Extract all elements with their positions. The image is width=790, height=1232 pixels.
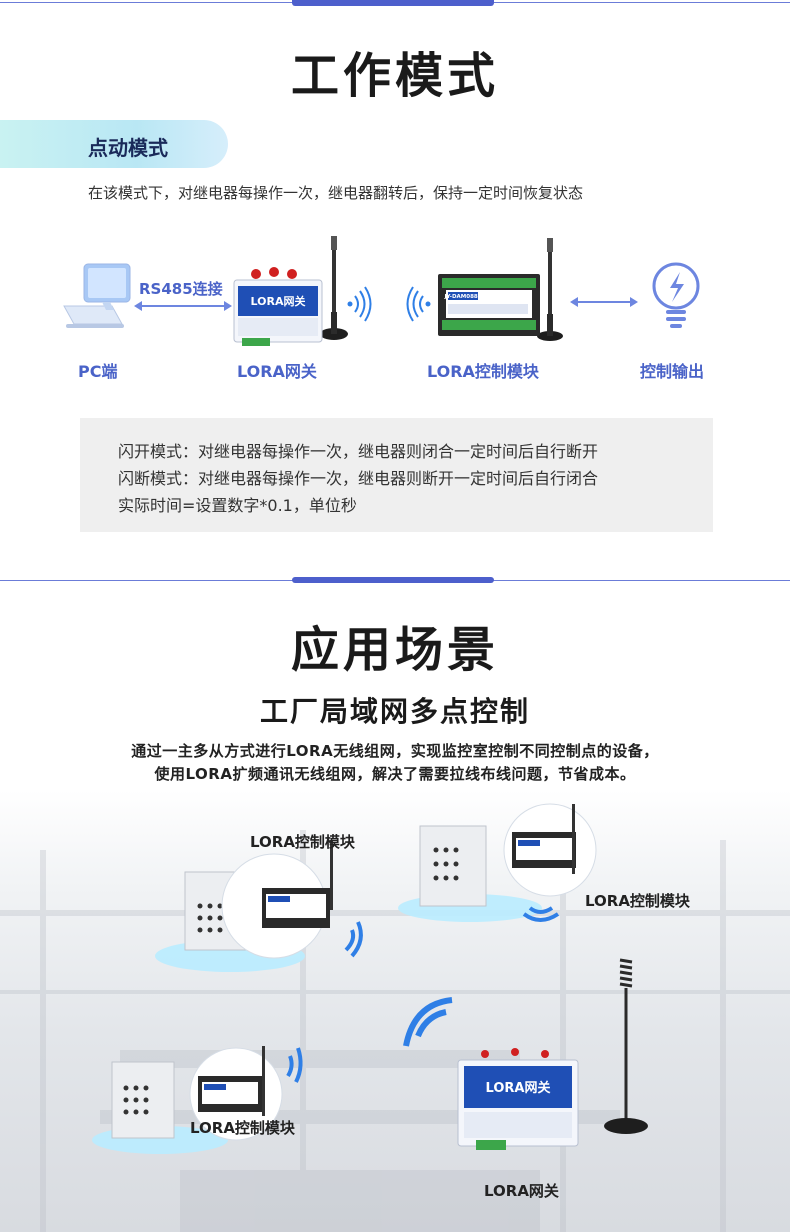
section-title-work-mode: 工作模式 (290, 48, 499, 104)
scene-label-module-3: LORA控制模块 (190, 1119, 295, 1137)
cabinet-icon (419, 825, 487, 907)
rs485-label: RS485连接 (139, 280, 223, 298)
scene-desc-line-1: 通过一主多从方式进行LORA无线组网，实现监控室控制不同控制点的设备， (131, 742, 659, 760)
output-label: 控制输出 (640, 362, 705, 381)
bulb-icon (652, 262, 700, 328)
pc-icon (63, 263, 131, 328)
main-gateway-text: LORA网关 (486, 1080, 551, 1096)
note-actual-time: 实际时间=设置数字*0.1，单位秒 (118, 496, 357, 515)
module-label: LORA控制模块 (427, 362, 539, 381)
lora-module-device: JY-DAM0888 (438, 238, 563, 341)
mode-notes-box: 闪开模式：对继电器每操作一次，继电器则闭合一定时间后自行断开 闪断模式：对继电器… (80, 418, 713, 532)
rs485-arrow (134, 301, 232, 311)
antenna-icon (619, 958, 633, 1120)
scene-label-module-1: LORA控制模块 (250, 833, 355, 851)
mid-divider-accent (292, 577, 494, 583)
factory-scene: LORA网关 (0, 803, 790, 1232)
module-device-text: JY-DAM0888 (443, 294, 481, 300)
antenna-icon (330, 840, 333, 910)
section-title-application: 应用场景 (290, 622, 499, 678)
cabinet-icon (111, 1061, 175, 1139)
wireless-wave-icon (347, 286, 372, 322)
note-flash-open: 闪开模式：对继电器每操作一次，继电器则闭合一定时间后自行断开 (118, 442, 599, 461)
scene-label-gateway: LORA网关 (484, 1182, 559, 1200)
pc-label: PC端 (78, 362, 118, 381)
antenna-icon (262, 1046, 265, 1116)
output-arrow (570, 297, 638, 307)
gateway-device: LORA网关 (233, 236, 348, 346)
scene-subtitle: 工厂局域网多点控制 (259, 695, 530, 728)
mode-tag: 点动模式 (0, 120, 228, 168)
mode-tag-label: 点动模式 (88, 136, 168, 160)
mode-description: 在该模式下，对继电器每操作一次，继电器翻转后，保持一定时间恢复状态 (88, 184, 584, 202)
note-flash-close: 闪断模式：对继电器每操作一次，继电器则断开一定时间后自行闭合 (118, 469, 599, 488)
gateway-device-text: LORA网关 (251, 294, 306, 308)
gateway-label: LORA网关 (237, 362, 317, 381)
scene-label-module-2: LORA控制模块 (585, 892, 690, 910)
wireless-wave-icon (406, 286, 431, 322)
factory-background: LORA网关 (0, 790, 790, 1232)
antenna-icon (572, 804, 575, 874)
scene-desc-line-2: 使用LORA扩频通讯无线组网，解决了需要拉线布线问题，节省成本。 (154, 765, 636, 783)
top-divider-accent (292, 0, 494, 6)
